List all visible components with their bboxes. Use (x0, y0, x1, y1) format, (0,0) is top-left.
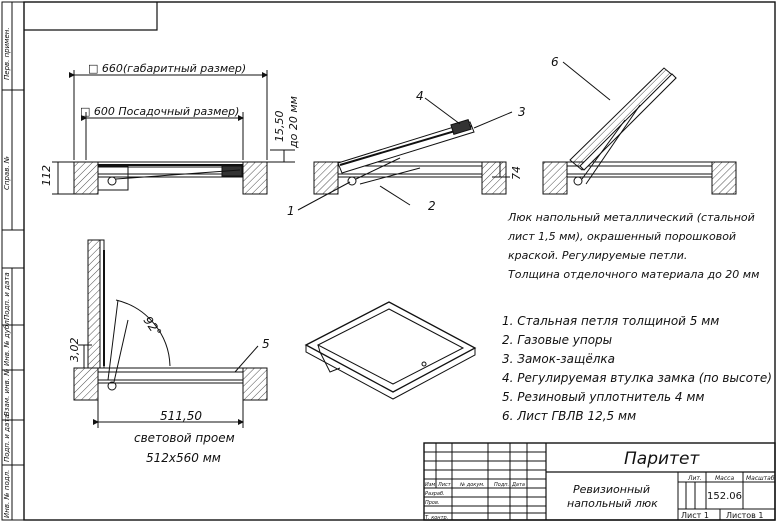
callout-5: 5 (262, 337, 270, 351)
doc-name-line-2: напольный люк (567, 497, 658, 510)
company-name: Паритет (624, 449, 700, 469)
dim-opening: 511,50 (160, 409, 202, 423)
callout-1: 1 (287, 204, 295, 218)
margin-label-podp2: Подп. и дата (3, 414, 11, 462)
dim-finish-1550: 15,50 (273, 111, 286, 143)
description: Люк напольный металлический (стальной ли… (507, 211, 759, 281)
dim-height-112: 112 (40, 165, 53, 186)
callout-6: 6 (551, 55, 559, 69)
legend-item-2: 2. Газовые упоры (502, 333, 612, 347)
margin-label-perv: Перв. примен. (3, 27, 11, 80)
dim-finish-20mm: до 20 мм (287, 96, 300, 149)
doc-name-line-1: Ревизионный (573, 483, 650, 496)
mass-header: Масса (715, 475, 734, 482)
col-podp: Подп. (494, 482, 509, 488)
view-closed-section (52, 70, 295, 195)
callout-4: 4 (416, 89, 424, 103)
dim-overall: □ 660(габаритный размер) (88, 62, 246, 75)
dim-74: 74 (510, 166, 523, 180)
row-razrab: Разраб. (425, 491, 445, 497)
lit-header: Лит. (687, 475, 702, 482)
description-line-4: Толщина отделочного материала до 20 мм (508, 268, 759, 281)
title-block-text: Изм. Лист № докум. Подп. Дата Разраб. Пр… (425, 449, 775, 521)
dim-opening-size: 512x560 мм (146, 451, 221, 465)
mass-value: 152.06 (707, 491, 742, 502)
description-line-3: краской. Регулируемые петли. (508, 249, 687, 262)
sheets-total: Листов 1 (726, 511, 764, 520)
col-doc: № докум. (459, 482, 485, 488)
description-line-2: лист 1,5 мм), окрашенный порошковой (507, 230, 736, 243)
margin-labels: Перв. примен. Справ. № Подп. и дата Инв.… (3, 27, 11, 518)
callout-3: 3 (518, 105, 526, 119)
col-data: Дата (511, 482, 525, 488)
dim-angle-92: 92° (141, 314, 165, 339)
dim-302: 3,02 (68, 338, 81, 363)
col-izm: Изм. (425, 482, 437, 488)
legend-item-3: 3. Замок-защёлка (502, 352, 615, 366)
margin-label-podp1: Подп. и дата (3, 272, 11, 320)
sheet-number: Лист 1 (681, 511, 709, 520)
title-block (423, 442, 776, 521)
margin-label-inv-dubl: Инв. № дубл. (3, 318, 11, 366)
view-open-92 (73, 239, 268, 428)
row-tkontr: Т. контр. (425, 515, 448, 521)
col-list: Лист (437, 482, 452, 488)
view-open-sheet (542, 61, 737, 195)
dim-opening-label: световой проем (134, 431, 235, 445)
callout-2: 2 (428, 199, 436, 213)
dim-seat: □ 600 Посадочный размер) (80, 105, 239, 118)
legend-item-6: 6. Лист ГВЛВ 12,5 мм (502, 409, 636, 423)
margin-label-vzam: Взам. инв. № (3, 368, 11, 416)
scale-header: Масштаб (746, 475, 775, 482)
margin-label-inv-podl: Инв. № подл. (3, 470, 11, 518)
row-prov: Пров. (425, 500, 440, 506)
margin-label-sprav: Справ. № (3, 156, 11, 190)
legend-item-4: 4. Регулируемая втулка замка (по высоте) (502, 371, 772, 385)
view-isometric (304, 301, 477, 400)
legend-item-1: 1. Стальная петля толщиной 5 мм (502, 314, 719, 328)
legend-item-5: 5. Резиновый уплотнитель 4 мм (502, 390, 705, 404)
view-partial-open (297, 97, 513, 211)
description-line-1: Люк напольный металлический (стальной (507, 211, 755, 224)
legend: 1. Стальная петля толщиной 5 мм 2. Газов… (502, 314, 772, 423)
